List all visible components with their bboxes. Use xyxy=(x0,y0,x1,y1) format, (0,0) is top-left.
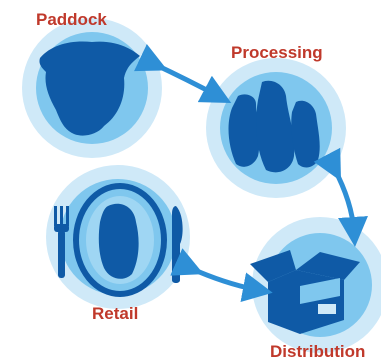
plate-icon xyxy=(73,183,167,297)
arrow-retail-distribution xyxy=(170,248,273,302)
cow-head-icon xyxy=(39,41,140,136)
paddock-label: Paddock xyxy=(36,10,107,29)
meat-cuts-icon xyxy=(228,80,320,173)
processing-label: Processing xyxy=(231,43,323,62)
box-icon xyxy=(250,250,360,334)
distribution-label: Distribution xyxy=(270,342,366,361)
flow-arrows xyxy=(134,44,368,302)
retail-stage xyxy=(46,165,190,309)
paddock-stage xyxy=(22,18,162,158)
retail-label: Retail xyxy=(92,304,139,323)
distribution-stage xyxy=(250,217,381,353)
steak-icon xyxy=(98,203,139,279)
arrow-paddock-processing xyxy=(134,44,232,104)
fork-icon xyxy=(54,206,69,278)
arrow-processing-distribution xyxy=(313,147,368,247)
processing-stage xyxy=(206,58,346,198)
